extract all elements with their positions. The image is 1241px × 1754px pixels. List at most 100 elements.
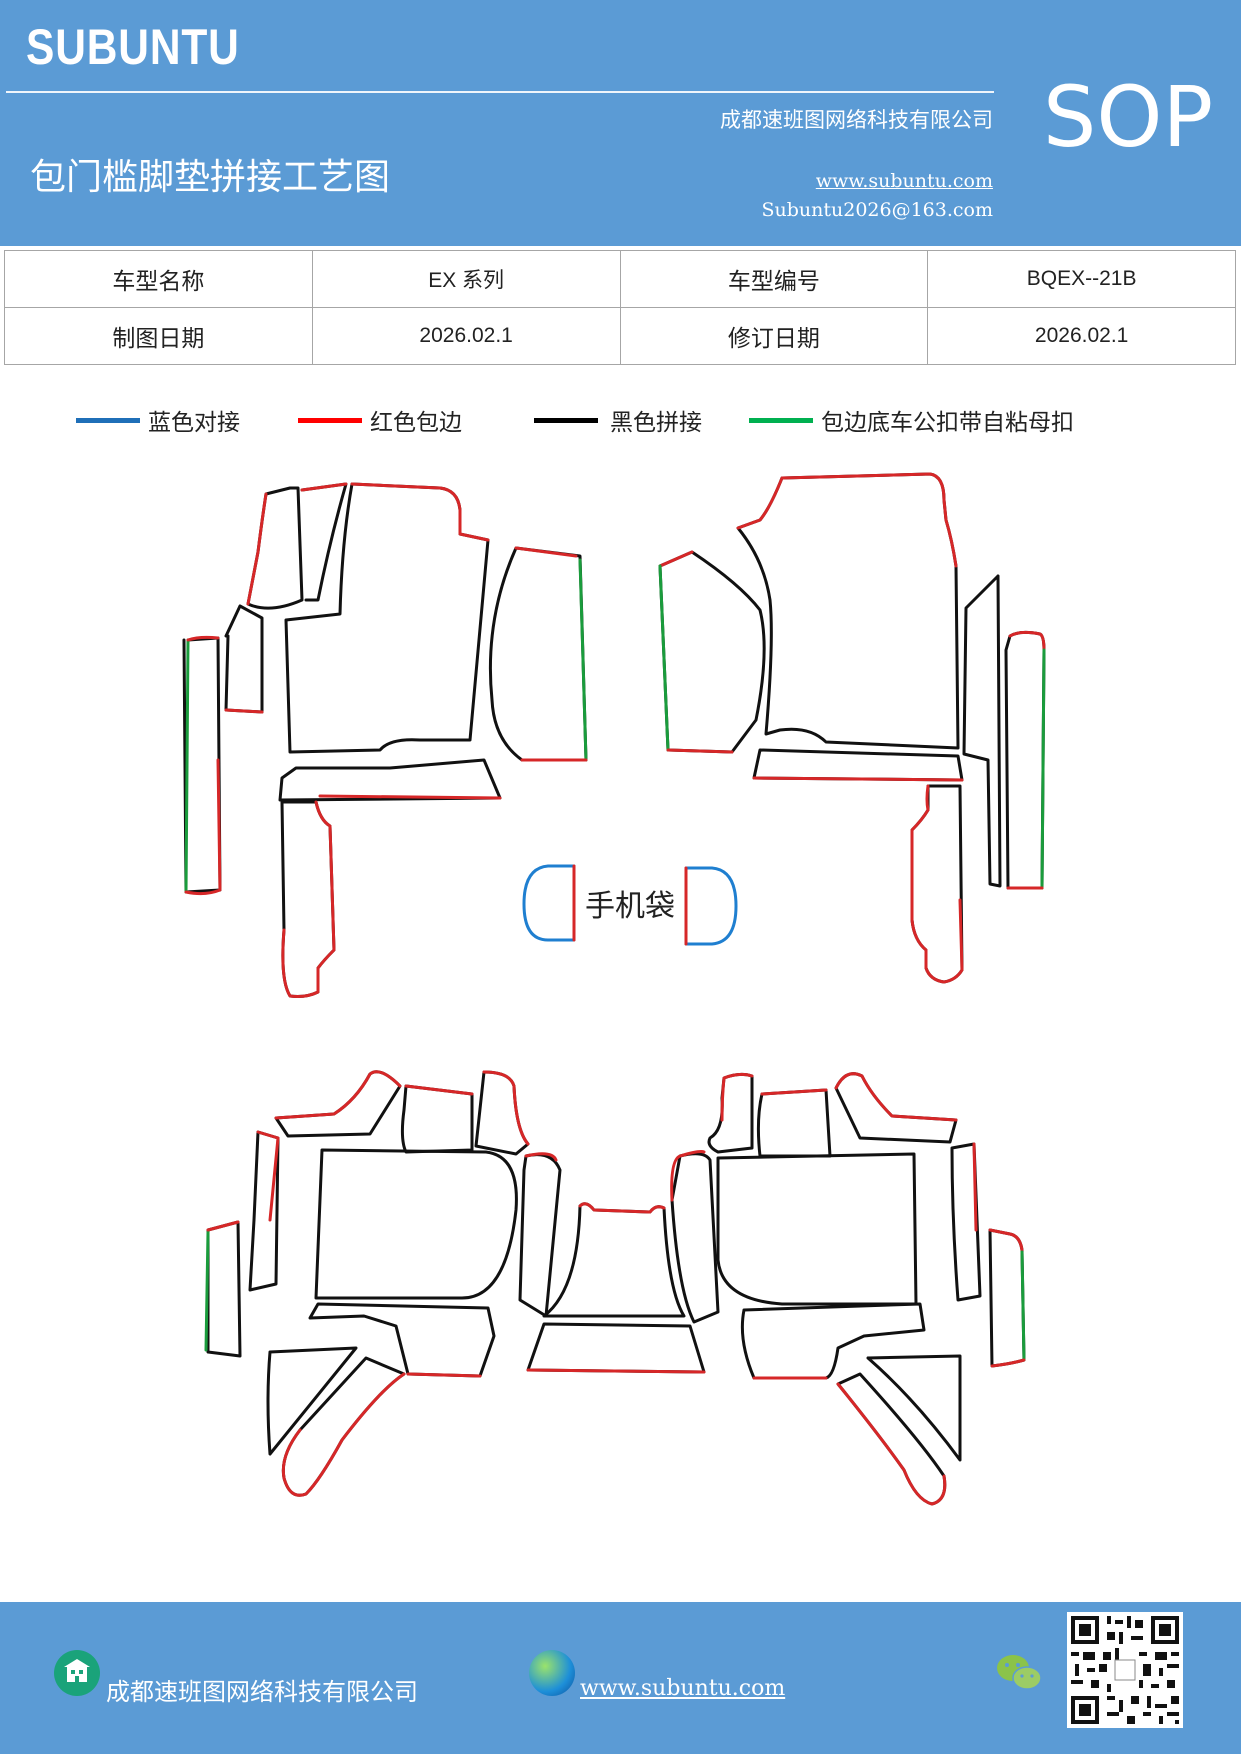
header-divider [6, 91, 994, 93]
mat-piece [658, 550, 694, 568]
mat-piece [184, 638, 190, 894]
mat-piece [666, 748, 734, 754]
mat-piece [206, 1220, 242, 1358]
legend-label: 蓝色对接 [148, 410, 240, 436]
mat-piece [910, 784, 964, 984]
mat-piece [1008, 630, 1046, 652]
mat-piece [281, 1372, 406, 1497]
mat-piece [972, 1142, 978, 1232]
mat-piece [182, 636, 222, 894]
mat-piece [488, 546, 588, 762]
header-website-link[interactable]: www.subuntu.com [815, 170, 993, 192]
mat-piece [910, 784, 964, 984]
mat-piece [350, 482, 490, 542]
lower-left-mats [204, 1070, 562, 1497]
mat-piece [752, 776, 964, 782]
mat-piece [281, 1356, 406, 1497]
phone-pocket [522, 864, 738, 946]
mat-piece [248, 1130, 280, 1292]
sop-label: SOP [1043, 68, 1214, 166]
header-email: Subuntu2026@163.com [761, 199, 993, 221]
mat-piece [308, 1302, 496, 1378]
mat-piece [752, 748, 964, 782]
mat-piece [314, 1148, 518, 1300]
legend-label: 红色包边 [370, 410, 462, 436]
mat-piece [246, 492, 268, 606]
draw-date-value: 2026.02.1 [311, 307, 621, 365]
mat-piece [186, 635, 220, 642]
mat-piece [658, 564, 670, 752]
mat-piece [834, 1072, 958, 1122]
mat-piece [206, 1220, 240, 1232]
model-code-value: BQEX--21B [927, 250, 1236, 308]
mat-piece [836, 1382, 947, 1506]
mat-piece [670, 1150, 706, 1202]
revise-date-label: 修订日期 [619, 307, 929, 365]
mat-piece [280, 800, 336, 998]
mat-piece [300, 482, 348, 492]
model-name-value: EX 系列 [311, 250, 621, 308]
mat-piece [281, 800, 336, 998]
mat-piece [736, 472, 960, 750]
qr-code [1067, 1612, 1183, 1728]
mat-piece [578, 558, 588, 762]
mat-piece [400, 1084, 474, 1154]
table-row: 车型名称 EX 系列 车型编号 BQEX--21B [4, 250, 1236, 308]
pocket-left-piece [522, 864, 576, 942]
model-name-label: 车型名称 [4, 250, 313, 308]
mat-piece [990, 1358, 1026, 1368]
legend-label: 黑色拼接 [610, 410, 702, 436]
mat-piece [284, 482, 490, 754]
mat-piece [204, 1230, 210, 1352]
document-title: 包门槛脚垫拼接工艺图 [30, 157, 391, 198]
lower-right-mats [670, 1072, 1026, 1506]
header-company: 成都速班图网络科技有限公司 [720, 108, 993, 132]
mat-piece [836, 1372, 947, 1506]
mat-piece [988, 1228, 1026, 1368]
mat-piece [834, 1072, 958, 1144]
legend-swatch [534, 417, 598, 423]
mat-piece [760, 1088, 828, 1096]
lower-center-mats [526, 1202, 706, 1374]
mat-piece [1040, 648, 1046, 890]
mat-piece [736, 472, 958, 568]
mat-piece [670, 1152, 720, 1324]
mat-piece [256, 1130, 280, 1222]
mat-piece [716, 1152, 918, 1306]
mat-piece [518, 1153, 562, 1318]
mat-piece [542, 1202, 686, 1318]
mat-piece [474, 1070, 530, 1156]
mat-piece [318, 794, 502, 800]
mat-piece [526, 1322, 706, 1374]
mat-piece [300, 482, 348, 602]
mat-piece [756, 1088, 832, 1158]
upper-left-mats [182, 482, 588, 998]
footer-banner: 成都速班图网络科技有限公司 www.subuntu.com [0, 1602, 1241, 1754]
wechat-icon [995, 1652, 1045, 1694]
mat-piece [266, 1346, 358, 1456]
footer-company: 成都速班图网络科技有限公司 [106, 1678, 418, 1706]
mat-piece [1004, 630, 1046, 890]
mat-piece [720, 1072, 754, 1122]
brand-logo: SUBUNTU [26, 19, 240, 75]
mat-piece [274, 1070, 402, 1138]
mat-piece [740, 1302, 926, 1380]
mat-piece [224, 708, 264, 714]
legend-swatch [749, 417, 813, 423]
header-banner: SUBUNTU 成都速班图网络科技有限公司 包门槛脚垫拼接工艺图 www.sub… [0, 0, 1241, 246]
footer-website-link[interactable]: www.subuntu.com [580, 1676, 786, 1701]
mat-piece [224, 604, 264, 714]
phone-pocket-label: 手机袋 [585, 889, 675, 924]
mat-piece [707, 1072, 754, 1154]
mat-piece [274, 1070, 402, 1120]
mat-piece [950, 1142, 982, 1302]
model-code-label: 车型编号 [619, 250, 929, 308]
mat-piece [578, 1202, 666, 1214]
info-table: 车型名称 EX 系列 车型编号 BQEX--21B 制图日期 2026.02.1… [4, 250, 1236, 365]
mat-piece [514, 546, 578, 558]
upper-right-mats [658, 472, 1046, 984]
mat-piece [406, 1372, 482, 1378]
mat-piece [278, 758, 502, 802]
draw-date-label: 制图日期 [4, 307, 313, 365]
building-icon [54, 1650, 100, 1696]
